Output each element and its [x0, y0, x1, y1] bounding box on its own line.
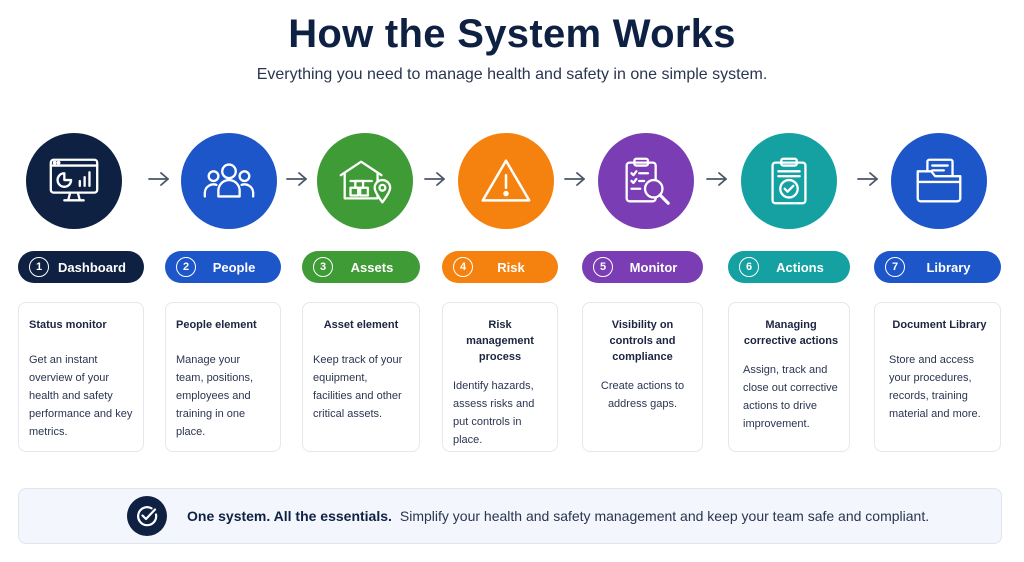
- actions-step-circle: [741, 133, 837, 229]
- card-title: Risk management process: [466, 319, 534, 363]
- step-label: Library: [926, 259, 971, 275]
- summary-banner: One system. All the essentials. Simplify…: [18, 488, 1002, 544]
- step-label: Monitor: [629, 259, 678, 275]
- library-step-circle: [891, 133, 987, 229]
- check-circle-icon: [127, 496, 167, 536]
- card-title: Status monitor: [29, 319, 107, 331]
- step-pill-library[interactable]: 7 Library: [874, 251, 1001, 283]
- step-label: Risk: [497, 259, 525, 275]
- monitor-step-circle: [598, 133, 694, 229]
- card-description: Keep track of your equipment, facilities…: [313, 354, 403, 420]
- card-description: Assign, track and close out corrective a…: [743, 364, 838, 430]
- step-pill-people[interactable]: 2 People: [165, 251, 281, 283]
- step-number: 5: [593, 257, 613, 277]
- clipboard-search-icon: [625, 157, 670, 205]
- people-step-circle: [181, 133, 277, 229]
- step-card-assets: Asset element Keep track of your equipme…: [302, 302, 420, 452]
- arrow-right-icon: [564, 172, 585, 186]
- arrow-right-icon: [424, 172, 445, 186]
- arrow-right-icon: [706, 172, 727, 186]
- card-title: People element: [176, 319, 257, 331]
- step-pill-dashboard[interactable]: 1 Dashboard: [18, 251, 144, 283]
- card-title: Visibility on controls and compliance: [609, 319, 676, 363]
- assets-step-circle: [317, 133, 413, 229]
- arrow-right-icon: [857, 172, 878, 186]
- step-label: Actions: [776, 259, 824, 275]
- people-group-icon: [203, 163, 255, 198]
- card-description: Identify hazards, assess risks and put c…: [453, 380, 535, 446]
- card-description: Get an instant overview of your health a…: [29, 354, 133, 438]
- step-label: Assets: [350, 259, 394, 275]
- folder-documents-icon: [916, 158, 962, 203]
- card-description: Manage your team, positions, employees a…: [176, 354, 254, 438]
- card-description: Create actions to address gaps.: [600, 380, 685, 410]
- warehouse-location-icon: [339, 160, 392, 204]
- step-number: 7: [885, 257, 905, 277]
- arrow-right-icon: [286, 172, 307, 186]
- step-label: People: [212, 259, 256, 275]
- step-number: 6: [739, 257, 759, 277]
- step-card-dashboard: Status monitor Get an instant overview o…: [18, 302, 144, 452]
- arrow-right-icon: [148, 172, 169, 186]
- dashboard-step-circle: [26, 133, 122, 229]
- step-number: 3: [313, 257, 333, 277]
- step-card-monitor: Visibility on controls and compliance Cr…: [582, 302, 703, 452]
- step-number: 1: [29, 257, 49, 277]
- card-title: Managing corrective actions: [743, 319, 839, 347]
- warning-triangle-icon: [481, 159, 531, 202]
- card-title: Asset element: [323, 319, 399, 331]
- step-card-risk: Risk management process Identify hazards…: [442, 302, 558, 452]
- step-number: 2: [176, 257, 196, 277]
- risk-step-circle: [458, 133, 554, 229]
- step-number: 4: [453, 257, 473, 277]
- step-pill-risk[interactable]: 4 Risk: [442, 251, 558, 283]
- step-pill-assets[interactable]: 3 Assets: [302, 251, 420, 283]
- banner-headline: One system. All the essentials.: [187, 508, 392, 524]
- step-pill-actions[interactable]: 6 Actions: [728, 251, 850, 283]
- card-title: Document Library: [892, 319, 987, 331]
- banner-text: Simplify your health and safety manageme…: [399, 508, 930, 524]
- step-card-library: Document Library Store and access your p…: [874, 302, 1001, 452]
- clipboard-check-icon: [771, 157, 807, 205]
- page-title: How the System Works: [288, 12, 736, 56]
- monitor-dashboard-icon: [49, 158, 99, 202]
- card-description: Store and access your procedures, record…: [889, 354, 981, 420]
- page-subtitle: Everything you need to manage health and…: [256, 66, 768, 83]
- step-label: Dashboard: [58, 259, 126, 275]
- step-pill-monitor[interactable]: 5 Monitor: [582, 251, 703, 283]
- step-card-people: People element Manage your team, positio…: [165, 302, 281, 452]
- step-card-actions: Managing corrective actions Assign, trac…: [728, 302, 850, 452]
